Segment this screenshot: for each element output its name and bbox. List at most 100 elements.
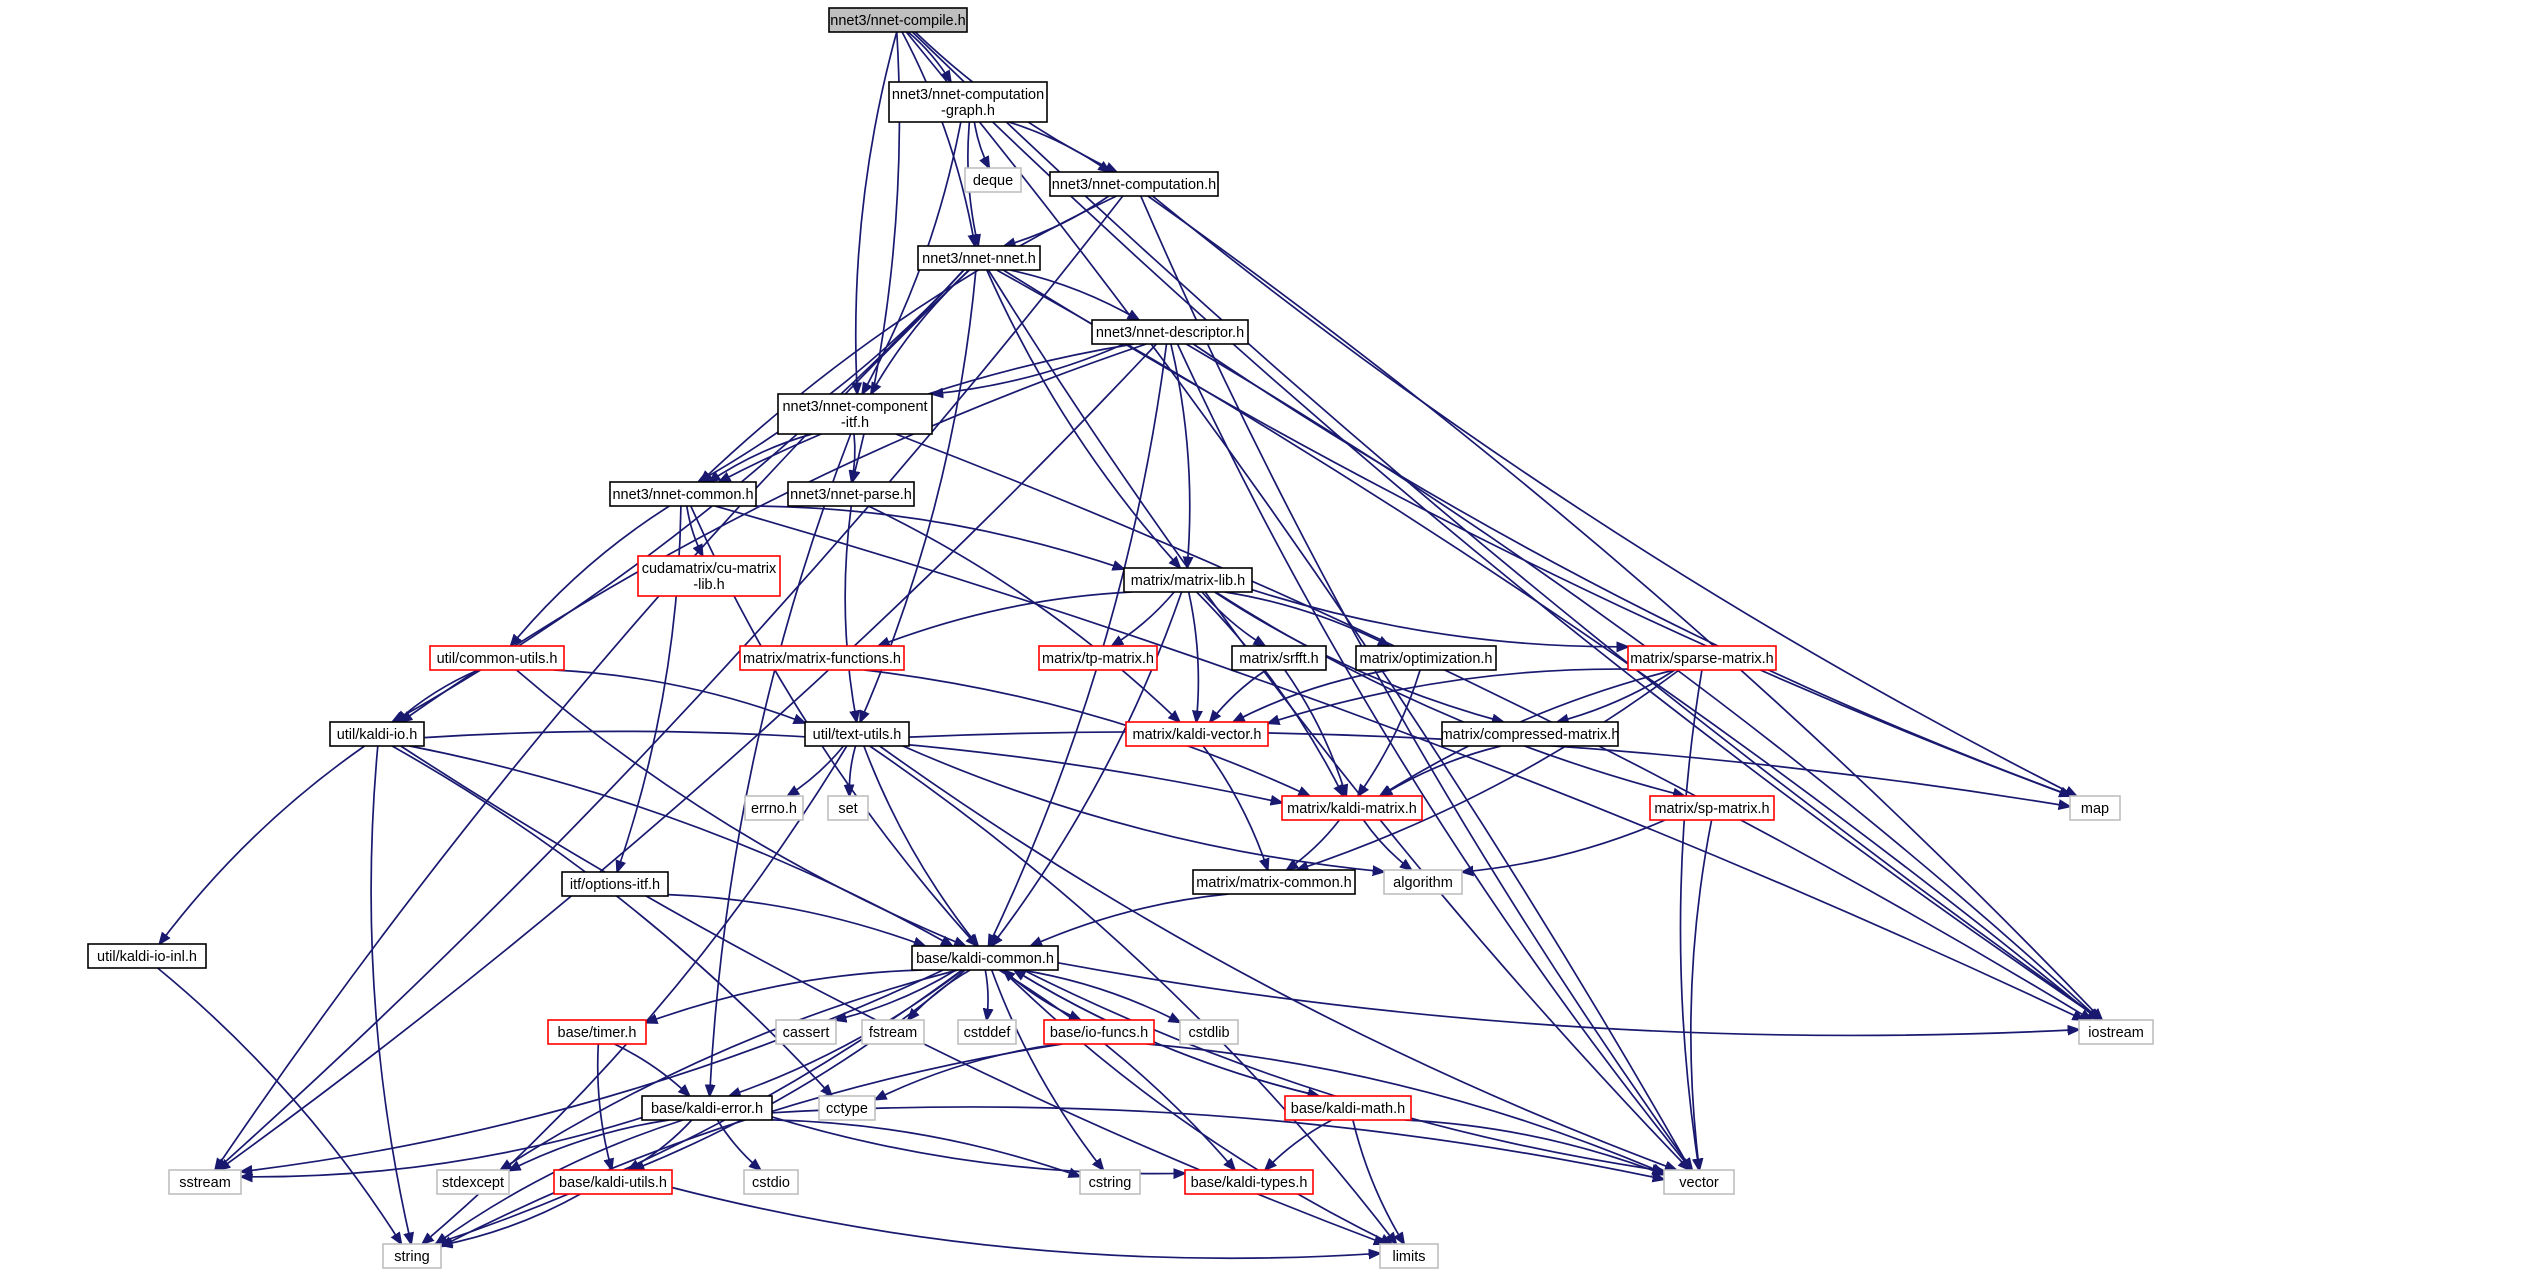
node-computation[interactable]: nnet3/nnet-computation.h: [1049, 171, 1219, 197]
node-textutils[interactable]: util/text-utils.h: [804, 721, 910, 747]
node-cctype-label-0: cctype: [826, 1101, 868, 1117]
edge-nnet-to-component: [871, 269, 971, 394]
node-compile-label-0: nnet3/nnet-compile.h: [830, 13, 965, 29]
edge-common-to-cumatrix: [685, 505, 703, 556]
node-kvector-box: [1125, 721, 1269, 747]
edge-kaldicommon-to-cstring: [990, 969, 1104, 1170]
node-graph-box: [888, 81, 1048, 123]
node-optionsitf[interactable]: itf/options-itf.h: [561, 871, 669, 897]
node-compile[interactable]: nnet3/nnet-compile.h: [828, 7, 968, 33]
edge-compile-to-component: [856, 31, 898, 394]
node-cstddef-label-0: cstddef: [964, 1025, 1012, 1041]
edge-computation-to-vector: [1140, 195, 1692, 1170]
node-kvector[interactable]: matrix/kaldi-vector.h: [1125, 721, 1269, 747]
node-tpmatrix-label-0: matrix/tp-matrix.h: [1042, 651, 1154, 667]
node-sstream-label-0: sstream: [179, 1175, 231, 1191]
edge-textutils-to-algorithm: [902, 745, 1384, 872]
edge-kaldicommon-to-timer: [646, 969, 923, 1023]
node-algorithm: algorithm: [1383, 869, 1463, 895]
node-cumatrix[interactable]: cudamatrix/cu-matrix-lib.h: [637, 555, 781, 597]
node-cstddef-box: [957, 1019, 1017, 1045]
node-matrixlib[interactable]: matrix/matrix-lib.h: [1123, 567, 1253, 593]
edge-kaldierror-to-kalditypes: [771, 1116, 1185, 1174]
node-kmatrix-label-0: matrix/kaldi-matrix.h: [1287, 801, 1417, 817]
edge-sparse-to-compressed: [1557, 669, 1676, 722]
node-errno-label-0: errno.h: [751, 801, 797, 817]
node-cassert-label-0: cassert: [783, 1025, 830, 1041]
node-kaldierror[interactable]: base/kaldi-error.h: [641, 1095, 773, 1121]
node-srfft-box: [1231, 645, 1327, 671]
edge-kaldicommon-to-vector: [1022, 969, 1664, 1171]
node-vector-box: [1663, 1169, 1735, 1195]
node-stdexcept-box: [436, 1169, 510, 1195]
node-kalditypes-label-0: base/kaldi-types.h: [1191, 1175, 1308, 1191]
edge-textutils-to-set: [849, 745, 857, 796]
edge-kaldiutils-to-string: [441, 1193, 581, 1245]
edge-textutils-to-limits: [869, 745, 1397, 1244]
node-commonutils[interactable]: util/common-utils.h: [429, 645, 565, 671]
edge-computation-to-iostream: [1147, 195, 2102, 1020]
edge-compile-to-nnet: [901, 31, 975, 246]
node-component[interactable]: nnet3/nnet-component-itf.h: [777, 393, 933, 435]
node-set-label-0: set: [838, 801, 857, 817]
node-matcommon-label-0: matrix/matrix-common.h: [1196, 875, 1352, 891]
node-nnet[interactable]: nnet3/nnet-nnet.h: [917, 245, 1041, 271]
node-fstream-box: [861, 1019, 925, 1045]
node-cstring-box: [1079, 1169, 1141, 1195]
edge-kmatrix-to-matcommon: [1287, 819, 1341, 870]
node-kalditypes-box: [1184, 1169, 1314, 1195]
edge-common-to-commonutils: [511, 505, 670, 646]
node-kaldiio-label-0: util/kaldi-io.h: [337, 727, 418, 743]
edge-matrixlib-to-sparse: [1251, 588, 1628, 647]
node-cumatrix-box: [637, 555, 781, 597]
edge-matrixlib-to-spmatrix: [1215, 591, 1685, 796]
node-sparse-box: [1627, 645, 1777, 671]
edge-nnet-to-iostream: [996, 269, 2099, 1020]
node-cctype-box: [818, 1095, 876, 1121]
edge-descriptor-to-map: [1192, 343, 2071, 796]
edge-matfunc-to-kmatrix: [864, 669, 1309, 796]
node-kmatrix[interactable]: matrix/kaldi-matrix.h: [1281, 795, 1423, 821]
node-kvector-label-0: matrix/kaldi-vector.h: [1133, 727, 1262, 743]
node-string-label-0: string: [394, 1249, 429, 1265]
node-spmatrix[interactable]: matrix/sp-matrix.h: [1649, 795, 1775, 821]
node-iofuncs[interactable]: base/io-funcs.h: [1043, 1019, 1155, 1045]
node-kaldiioinl[interactable]: util/kaldi-io-inl.h: [87, 943, 207, 969]
edge-kaldiio-to-kaldiioinl: [159, 745, 366, 944]
node-computation-label-0: nnet3/nnet-computation.h: [1052, 177, 1216, 193]
node-matfunc[interactable]: matrix/matrix-functions.h: [739, 645, 905, 671]
node-cstdio-label-0: cstdio: [752, 1175, 790, 1191]
node-limits-label-0: limits: [1392, 1249, 1425, 1265]
node-matrixlib-box: [1123, 567, 1253, 593]
node-iostream-label-0: iostream: [2088, 1025, 2144, 1041]
edge-descriptor-to-sstream: [219, 343, 1158, 1170]
node-matcommon[interactable]: matrix/matrix-common.h: [1192, 869, 1356, 895]
node-compressed-label-0: matrix/compressed-matrix.h: [1441, 727, 1620, 743]
node-compressed[interactable]: matrix/compressed-matrix.h: [1441, 721, 1620, 747]
edge-kaldicommon-to-limits: [1001, 969, 1392, 1244]
edge-kaldierror-to-stdexcept: [509, 1119, 670, 1171]
node-optim[interactable]: matrix/optimization.h: [1355, 645, 1497, 671]
edge-kaldicommon-to-cassert: [835, 969, 957, 1020]
node-kaldimath[interactable]: base/kaldi-math.h: [1284, 1095, 1412, 1121]
node-parse[interactable]: nnet3/nnet-parse.h: [787, 481, 915, 507]
node-tpmatrix[interactable]: matrix/tp-matrix.h: [1038, 645, 1158, 671]
node-timer[interactable]: base/timer.h: [547, 1019, 647, 1045]
edge-kaldicommon-to-cstddef: [985, 969, 988, 1020]
node-kalditypes[interactable]: base/kaldi-types.h: [1184, 1169, 1314, 1195]
edge-nnet-to-sstream: [215, 269, 970, 1170]
node-kaldicommon[interactable]: base/kaldi-common.h: [911, 945, 1059, 971]
node-kaldiio[interactable]: util/kaldi-io.h: [329, 721, 425, 747]
edge-timer-to-kaldiutils: [596, 1043, 612, 1170]
node-common[interactable]: nnet3/nnet-common.h: [609, 481, 757, 507]
edge-kaldicommon-to-iofuncs: [1002, 969, 1081, 1020]
node-graph[interactable]: nnet3/nnet-computation-graph.h: [888, 81, 1048, 123]
node-descriptor[interactable]: nnet3/nnet-descriptor.h: [1091, 319, 1249, 345]
edge-optim-to-kvector: [1233, 669, 1390, 722]
node-sparse[interactable]: matrix/sparse-matrix.h: [1627, 645, 1777, 671]
edge-descriptor-to-vector: [1176, 343, 1692, 1170]
node-kaldiutils[interactable]: base/kaldi-utils.h: [553, 1169, 673, 1195]
node-srfft[interactable]: matrix/srfft.h: [1231, 645, 1327, 671]
node-deque-label-0: deque: [973, 173, 1013, 189]
